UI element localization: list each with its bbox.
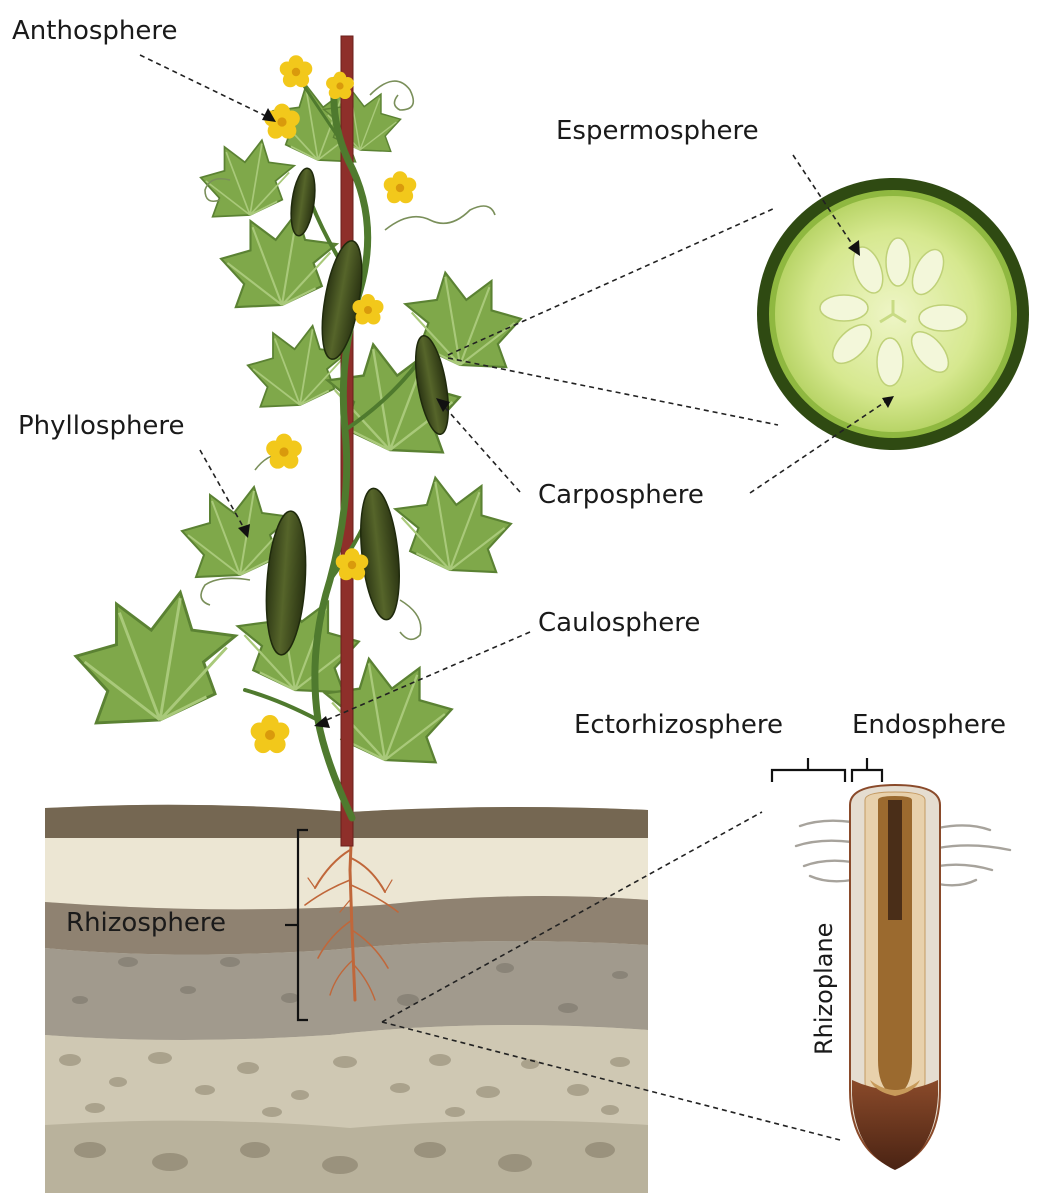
label-anthosphere: Anthosphere [12,18,177,44]
soil-profile [45,805,648,1193]
ectorhizosphere-bracket [772,758,845,782]
endosphere-bracket [852,758,882,782]
label-rhizoplane: Rhizoplane [812,923,836,1055]
label-ectorhizosphere: Ectorhizosphere [574,712,783,738]
label-endosphere: Endosphere [852,712,1006,738]
label-caulosphere: Caulosphere [538,610,700,636]
label-espermosphere: Espermosphere [556,118,759,144]
label-phyllosphere: Phyllosphere [18,413,185,439]
label-rhizosphere: Rhizosphere [66,910,226,936]
label-carposphere: Carposphere [538,482,704,508]
cucumber-slice [757,178,1029,450]
